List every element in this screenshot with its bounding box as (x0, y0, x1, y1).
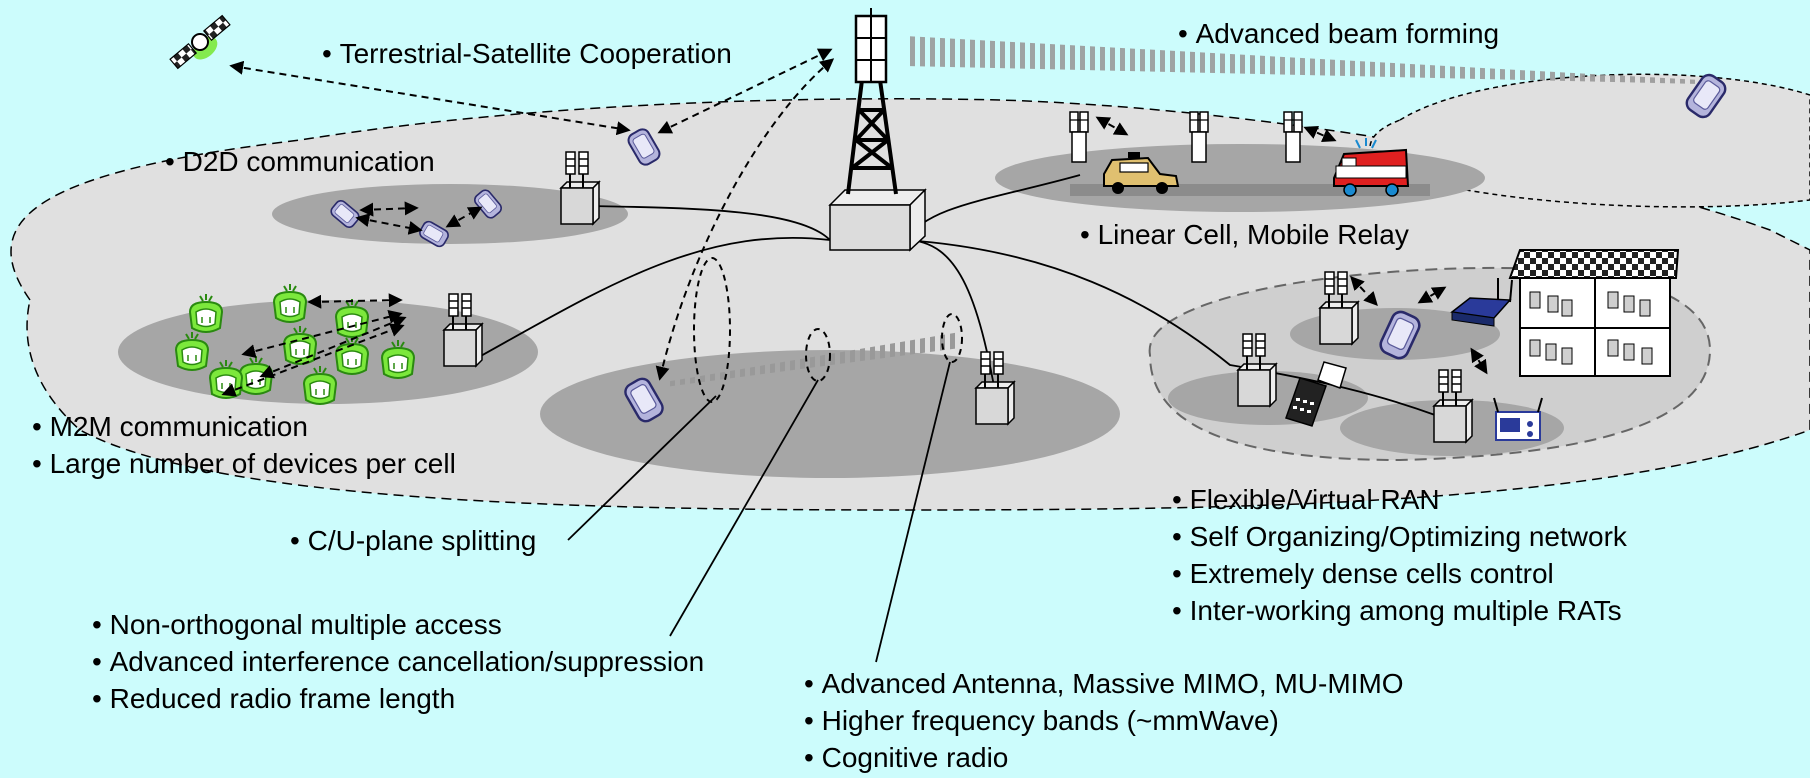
callout-lines (567, 361, 951, 663)
linear-cell-label: Linear Cell, Mobile Relay (1080, 221, 1409, 249)
m2m-list: M2M communication Large number of device… (32, 408, 456, 482)
list-item: Flexible/Virtual RAN (1172, 481, 1627, 518)
pos-terminal-icon (1285, 361, 1347, 427)
list-item: Higher frequency bands (~mmWave) (804, 702, 1404, 739)
indicator-ellipses (693, 257, 963, 403)
list-item: Inter-working among multiple RATs (1172, 592, 1627, 629)
list-item: Extremely dense cells control (1172, 555, 1627, 592)
list-item: Reduced radio frame length (92, 680, 704, 717)
satellite-cooperation-label: Terrestrial-Satellite Cooperation (322, 40, 732, 68)
access-list: Non-orthogonal multiple access Advanced … (92, 606, 705, 717)
linear-cell-antenna-icon (1283, 111, 1303, 163)
linear-cell-antenna-icon (1189, 111, 1209, 163)
list-item: M2M communication (32, 408, 456, 445)
list-item: Self Organizing/Optimizing network (1172, 518, 1627, 555)
beam-forming-beam (905, 36, 1700, 84)
list-item: Non-orthogonal multiple access (92, 606, 704, 643)
list-item: Advanced Antenna, Massive MIMO, MU-MIMO (804, 665, 1404, 702)
beam-forming-label: Advanced beam forming (1178, 20, 1500, 48)
central-cell (540, 350, 1120, 478)
list-item: Cognitive radio (804, 739, 1404, 776)
macro-tower-icon (828, 8, 927, 252)
building-icon (1508, 249, 1680, 377)
linear-cell-antenna-icon (1069, 111, 1089, 163)
satellite-icon (169, 14, 231, 70)
ran-list: Flexible/Virtual RAN Self Organizing/Opt… (1172, 481, 1627, 629)
car-icon (1103, 152, 1180, 194)
meter-icon (1493, 397, 1543, 441)
list-item: Advanced interference cancellation/suppr… (92, 643, 705, 680)
van-icon (1333, 138, 1410, 197)
cu-plane-label: C/U-plane splitting (290, 527, 537, 555)
d2d-label: D2D communication (165, 148, 435, 176)
antenna-list: Advanced Antenna, Massive MIMO, MU-MIMO … (804, 665, 1404, 776)
list-item: Large number of devices per cell (32, 445, 456, 482)
link-arrows (221, 48, 1488, 397)
router-icon (1450, 278, 1513, 327)
